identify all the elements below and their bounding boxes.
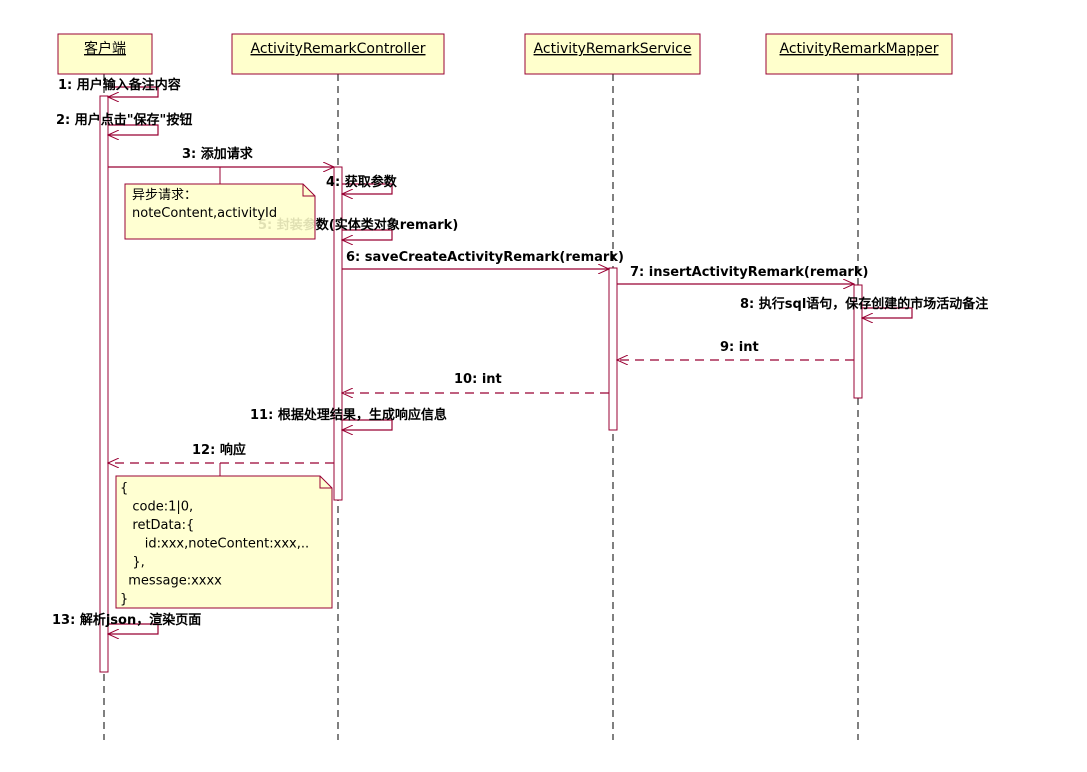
note-async: 异步请求： noteContent,activityId <box>124 167 316 240</box>
participant-box <box>524 33 701 75</box>
note-line: }, <box>120 555 145 570</box>
message-label: 12: 响应 <box>192 442 246 458</box>
note-line: { <box>120 481 128 496</box>
note-shape <box>115 475 333 609</box>
participant-mapper: ActivityRemarkMapper <box>765 33 953 75</box>
message-label: 4: 获取参数 <box>326 174 398 190</box>
note-line: code:1|0, <box>120 500 193 515</box>
message-label: 2: 用户点击"保存"按钮 <box>56 112 192 128</box>
activation-bar-controller <box>333 166 343 501</box>
message-m4: 4: 获取参数 <box>326 174 398 194</box>
message-label: 9: int <box>720 340 759 355</box>
message-label: 1: 用户输入备注内容 <box>58 77 181 93</box>
message-label: 7: insertActivityRemark(remark) <box>630 265 868 280</box>
message-label: 13: 解析json，渲染页面 <box>52 612 201 628</box>
participant-label: ActivityRemarkMapper <box>780 41 939 57</box>
participant-service: ActivityRemarkService <box>524 33 701 75</box>
message-m7: 7: insertActivityRemark(remark) <box>617 265 868 284</box>
note-json: { code:1|0, retData:{ id:xxx,noteContent… <box>115 463 333 609</box>
self-call-arrow <box>342 419 393 430</box>
message-label: 10: int <box>454 372 502 387</box>
self-call-arrow <box>342 183 393 194</box>
note-fold <box>302 184 315 197</box>
note-line: 异步请求： <box>132 188 197 203</box>
participant-box <box>765 33 953 75</box>
message-m9: 9: int <box>617 340 854 360</box>
message-m6: 6: saveCreateActivityRemark(remark) <box>342 250 624 269</box>
note-line: message:xxxx <box>120 574 222 589</box>
participant-label: ActivityRemarkController <box>250 41 425 57</box>
note-line: retData:{ <box>120 518 194 533</box>
message-label: 6: saveCreateActivityRemark(remark) <box>346 250 624 265</box>
message-label: 8: 执行sql语句，保存创建的市场活动备注 <box>740 296 988 312</box>
participant-box <box>231 33 445 75</box>
message-label: 11: 根据处理结果，生成响应信息 <box>250 407 447 423</box>
message-m8: 8: 执行sql语句，保存创建的市场活动备注 <box>740 296 988 318</box>
self-call-arrow <box>342 229 393 240</box>
message-m2: 2: 用户点击"保存"按钮 <box>56 112 192 135</box>
message-m10: 10: int <box>342 372 609 393</box>
self-call-arrow <box>862 307 913 318</box>
activation-bar-service <box>608 267 618 431</box>
self-call-arrow <box>108 623 159 634</box>
participant-label: ActivityRemarkService <box>534 41 692 57</box>
self-call-arrow <box>108 124 159 135</box>
participant-controller: ActivityRemarkController <box>231 33 445 75</box>
participant-client: 客户端 <box>57 33 153 75</box>
message-label: 3: 添加请求 <box>182 146 254 162</box>
self-call-arrow <box>108 86 159 97</box>
note-line: noteContent,activityId <box>132 206 277 221</box>
message-m12: 12: 响应 <box>108 442 334 463</box>
note-line: } <box>120 592 128 607</box>
participant-box <box>57 33 153 75</box>
note-line: id:xxx,noteContent:xxx,.. <box>120 537 309 552</box>
message-m1: 1: 用户输入备注内容 <box>58 77 181 97</box>
activation-bar-mapper <box>853 284 863 399</box>
participant-label: 客户端 <box>84 40 126 57</box>
note-fold <box>319 476 332 489</box>
note-shape <box>124 183 316 240</box>
message-m11: 11: 根据处理结果，生成响应信息 <box>250 407 447 430</box>
message-m13: 13: 解析json，渲染页面 <box>52 612 201 634</box>
message-m3: 3: 添加请求 <box>108 146 334 167</box>
activation-bar-client <box>99 95 109 673</box>
